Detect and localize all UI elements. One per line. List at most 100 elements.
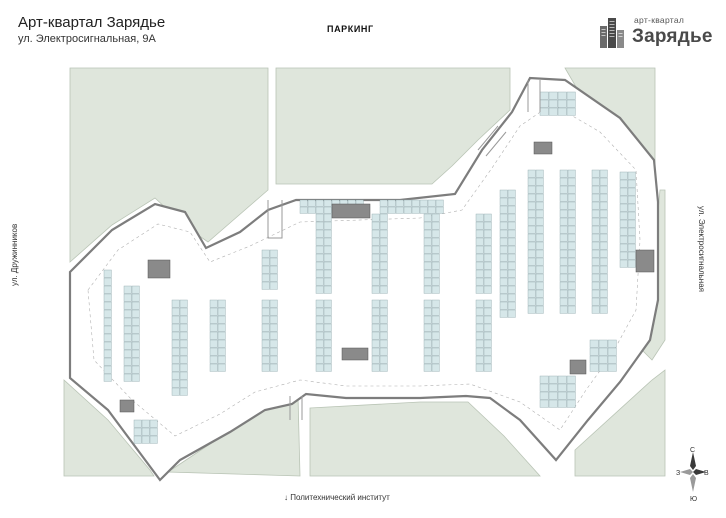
parking-spot <box>179 387 188 396</box>
parking-spot <box>379 339 388 348</box>
parking-spot <box>559 217 568 226</box>
parking-spot <box>133 419 142 428</box>
parking-spot <box>607 363 617 372</box>
parking-spot <box>559 241 568 250</box>
parking-spot <box>559 305 568 314</box>
parking-spot <box>535 185 544 194</box>
parking-spot <box>123 349 132 358</box>
parking-spot <box>123 365 132 374</box>
parking-spot <box>323 237 332 246</box>
parking-spot <box>619 187 628 196</box>
parking-floor <box>68 76 660 482</box>
parking-spot <box>627 219 636 228</box>
parking-spot <box>527 265 536 274</box>
parking-spot <box>103 293 112 302</box>
parking-spot <box>431 221 440 230</box>
parking-spot <box>559 201 568 210</box>
parking-spot <box>179 323 188 332</box>
parking-spot <box>171 323 180 332</box>
parking-spot <box>499 261 508 270</box>
parking-spot <box>423 285 432 294</box>
parking-spot <box>619 171 628 180</box>
parking-spot <box>209 355 218 364</box>
parking-spot <box>475 269 484 278</box>
parking-spot <box>179 299 188 308</box>
parking-spot <box>123 357 132 366</box>
parking-spot <box>217 315 226 324</box>
parking-spot <box>559 249 568 258</box>
parking-spot <box>559 209 568 218</box>
parking-spot <box>499 197 508 206</box>
parking-spot <box>567 249 576 258</box>
parking-spot <box>535 281 544 290</box>
parking-spot <box>431 253 440 262</box>
parking-spot <box>371 347 380 356</box>
parking-spot <box>379 355 388 364</box>
parking-spot <box>379 331 388 340</box>
parking-spot <box>507 285 516 294</box>
parking-spot <box>209 339 218 348</box>
parking-spot <box>591 201 600 210</box>
parking-spot <box>323 299 332 308</box>
parking-spot <box>371 245 380 254</box>
parking-spot <box>123 325 132 334</box>
street-label-right: ул. Электросигнальная <box>697 206 706 292</box>
parking-spot <box>589 363 599 372</box>
parking-spot <box>209 331 218 340</box>
parking-spot <box>371 213 380 222</box>
parking-spot <box>475 285 484 294</box>
compass-east: В <box>704 470 709 477</box>
parking-spot <box>535 177 544 186</box>
parking-spot <box>123 333 132 342</box>
parking-spot <box>557 391 567 400</box>
parking-spot <box>567 273 576 282</box>
parking-spot <box>557 375 567 384</box>
parking-spot <box>619 179 628 188</box>
parking-spot <box>548 99 558 108</box>
parking-spot <box>379 237 388 246</box>
parking-spot <box>567 281 576 290</box>
parking-spot <box>171 331 180 340</box>
parking-spot <box>627 227 636 236</box>
parking-spot <box>527 177 536 186</box>
parking-spot <box>559 185 568 194</box>
parking-spot <box>599 185 608 194</box>
parking-spot <box>315 253 324 262</box>
parking-spot <box>527 305 536 314</box>
parking-spot <box>475 363 484 372</box>
parking-spot <box>535 257 544 266</box>
parking-spot <box>591 209 600 218</box>
parking-spot <box>507 221 516 230</box>
parking-spot <box>431 269 440 278</box>
parking-spot <box>179 307 188 316</box>
parking-spot <box>209 315 218 324</box>
parking-spot <box>435 199 444 207</box>
parking-spot <box>627 187 636 196</box>
parking-spot <box>307 206 316 214</box>
parking-spot <box>323 277 332 286</box>
parking-spot <box>315 347 324 356</box>
parking-spot <box>103 285 112 294</box>
parking-spot <box>387 199 396 207</box>
parking-spot <box>535 169 544 178</box>
parking-spot <box>591 249 600 258</box>
parking-spot <box>379 363 388 372</box>
parking-spot <box>379 221 388 230</box>
parking-spot <box>171 299 180 308</box>
parking-spot <box>599 209 608 218</box>
parking-spot <box>559 193 568 202</box>
parking-spot <box>209 323 218 332</box>
parking-spot <box>557 383 567 392</box>
parking-spot <box>323 339 332 348</box>
parking-spot <box>423 315 432 324</box>
parking-spot <box>131 309 140 318</box>
parking-spot <box>619 219 628 228</box>
parking-spot <box>131 301 140 310</box>
parking-spot <box>567 257 576 266</box>
compass-north: С <box>690 447 695 454</box>
parking-spot <box>315 206 324 214</box>
parking-spot <box>527 233 536 242</box>
parking-spot <box>559 289 568 298</box>
parking-spot <box>171 347 180 356</box>
parking-spot <box>261 257 270 266</box>
